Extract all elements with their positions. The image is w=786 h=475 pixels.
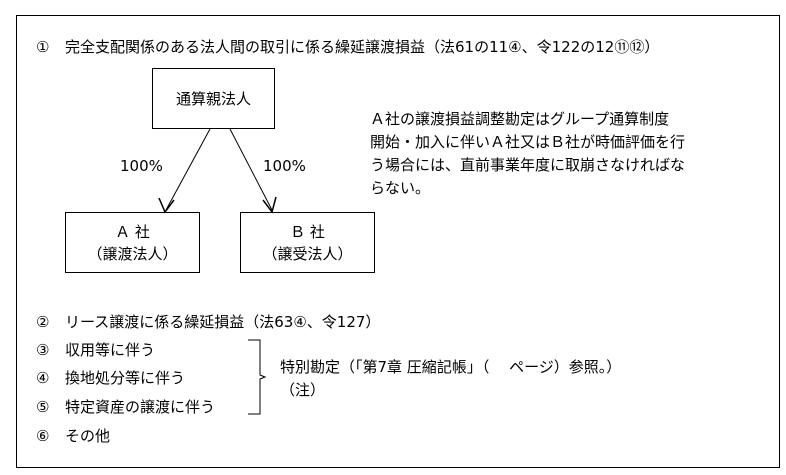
company-b-name: Ｂ 社 <box>290 222 325 241</box>
left-ownership-percent: 100% <box>120 157 163 175</box>
heading-number: ① <box>36 38 50 56</box>
note-line: Ａ社の譲渡損益調整勘定はグループ通算制度 <box>370 110 670 128</box>
item-number: ⑥ <box>36 427 50 445</box>
right-ownership-percent: 100% <box>263 157 306 175</box>
company-b-role: （譲受法人） <box>262 244 353 263</box>
item-text: 特定資産の譲渡に伴う <box>65 398 216 416</box>
company-a-name: Ａ 社 <box>115 222 150 241</box>
note-marker: （注） <box>280 381 326 399</box>
company-a-role: （譲渡法人） <box>87 244 178 263</box>
company-b-box: Ｂ 社 （譲受法人） <box>240 212 375 273</box>
note-line: う場合には、直前事業年度に取崩さなければな <box>370 156 686 174</box>
arrow-to-b <box>229 128 273 211</box>
item-number: ③ <box>36 341 50 359</box>
company-a-box: Ａ 社 （譲渡法人） <box>65 212 200 273</box>
arrow-to-a <box>165 128 211 211</box>
item-number: ② <box>36 313 50 331</box>
item-text: 換地処分等に伴う <box>65 369 186 387</box>
item-text: リース譲渡に係る繰延損益（法63④、令127） <box>65 313 381 331</box>
note-line: らない。 <box>370 179 431 197</box>
item-number: ⑤ <box>36 398 50 416</box>
note-line: 開始・加入に伴いＡ社又はＢ社が時価評価を行 <box>370 133 686 151</box>
document-frame <box>16 15 780 468</box>
parent-company-label: 通算親法人 <box>175 89 251 108</box>
item-text: その他 <box>65 427 111 445</box>
item-text: 収用等に伴う <box>65 341 156 359</box>
adjustment-note: Ａ社の譲渡損益調整勘定はグループ通算制度 開始・加入に伴いＡ社又はＢ社が時価評価… <box>370 108 720 200</box>
heading-title: 完全支配関係のある法人間の取引に係る繰延譲渡損益（法61の11④、令122の12… <box>65 38 660 56</box>
special-account-note: 特別勘定（「第7章 圧縮記帳」（ ページ）参照。） <box>280 358 622 376</box>
item-number: ④ <box>36 369 50 387</box>
parent-company-box: 通算親法人 <box>152 68 275 129</box>
bracket <box>248 339 267 415</box>
